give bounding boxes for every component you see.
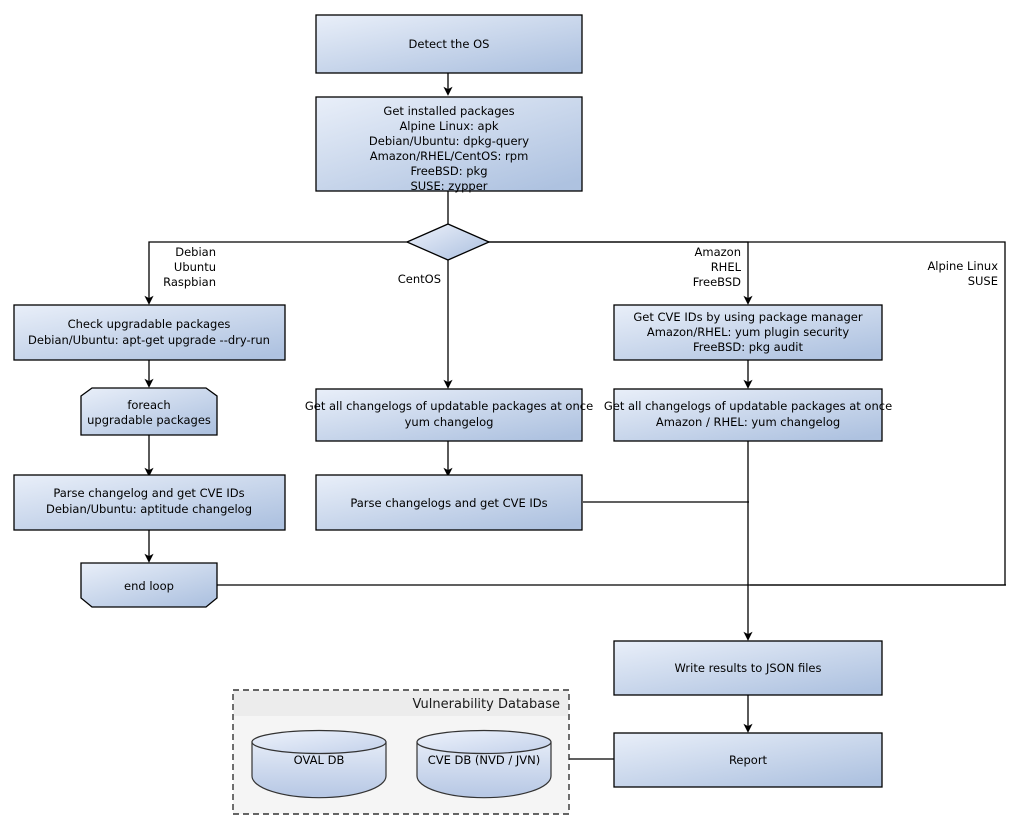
- node-parse-changelogs-centos[interactable]: Parse changelogs and get CVE IDs: [315, 474, 583, 531]
- node-report-label: Report: [729, 753, 768, 767]
- edges-layer: [144, 73, 1006, 760]
- node-report[interactable]: Report: [613, 732, 883, 788]
- node-os-decision-diamond[interactable]: [405, 223, 491, 261]
- node-get-cve-ids-line-2: FreeBSD: pkg audit: [693, 340, 804, 354]
- node-foreach-upgradable-packages[interactable]: foreach upgradable packages: [80, 387, 218, 436]
- node-get-installed-packages-line-3: Amazon/RHEL/CentOS: rpm: [370, 149, 529, 163]
- node-parse-changelogs-centos-label: Parse changelogs and get CVE IDs: [350, 496, 547, 510]
- node-get-installed-packages-line-1: Alpine Linux: apk: [399, 119, 498, 133]
- group-vulnerability-database-title: Vulnerability Database: [413, 697, 560, 712]
- node-parse-changelog-debian-line-1: Debian/Ubuntu: aptitude changelog: [46, 502, 252, 516]
- node-cve-db[interactable]: CVE DB (NVD / JVN): [416, 729, 552, 799]
- node-get-installed-packages-line-4: FreeBSD: pkg: [410, 164, 487, 178]
- node-end-loop-label: end loop: [124, 579, 174, 593]
- branch-label-amazon: Amazon RHEL FreeBSD: [693, 245, 742, 289]
- branch-label-debian-line-1: Ubuntu: [174, 260, 216, 274]
- node-get-installed-packages-line-5: SUSE: zypper: [410, 179, 487, 193]
- node-get-installed-packages[interactable]: Get installed packages Alpine Linux: apk…: [315, 96, 583, 193]
- node-foreach-line-1: upgradable packages: [87, 413, 211, 427]
- node-cve-db-label: CVE DB (NVD / JVN): [428, 753, 541, 767]
- branch-label-debian-line-0: Debian: [175, 245, 216, 259]
- branch-label-amazon-line-2: FreeBSD: [693, 275, 741, 289]
- node-changelogs-amazon[interactable]: Get all changelogs of updatable packages…: [604, 388, 892, 442]
- node-get-cve-ids-package-manager[interactable]: Get CVE IDs by using package manager Ama…: [613, 304, 883, 361]
- branch-label-alpine-line-1: SUSE: [968, 274, 998, 288]
- group-vulnerability-database-header: [234, 691, 568, 716]
- node-end-loop[interactable]: end loop: [80, 562, 218, 608]
- node-changelogs-amazon-line-1: Amazon / RHEL: yum changelog: [656, 415, 840, 429]
- branch-label-alpine: Alpine Linux SUSE: [927, 259, 998, 288]
- node-detect-the-os-label: Detect the OS: [409, 37, 490, 51]
- node-detect-the-os[interactable]: Detect the OS: [315, 14, 583, 74]
- node-oval-db-label: OVAL DB: [294, 753, 345, 767]
- node-oval-db[interactable]: OVAL DB: [251, 729, 387, 799]
- branch-label-centos: CentOS: [398, 272, 441, 286]
- node-get-cve-ids-line-1: Amazon/RHEL: yum plugin security: [647, 325, 849, 339]
- branch-label-amazon-line-0: Amazon: [695, 245, 741, 259]
- node-changelogs-amazon-line-0: Get all changelogs of updatable packages…: [604, 399, 892, 413]
- node-check-upgradable-line-1: Debian/Ubuntu: apt-get upgrade --dry-run: [28, 333, 270, 347]
- node-check-upgradable-line-0: Check upgradable packages: [68, 317, 231, 331]
- edge-decision-to-debian: [144, 241, 408, 305]
- node-changelogs-centos[interactable]: Get all changelogs of updatable packages…: [305, 388, 593, 442]
- branch-label-alpine-line-0: Alpine Linux: [927, 259, 998, 273]
- node-foreach-line-0: foreach: [127, 398, 170, 412]
- node-get-installed-packages-line-2: Debian/Ubuntu: dpkg-query: [369, 134, 529, 148]
- node-write-results-label: Write results to JSON files: [675, 661, 822, 675]
- node-write-results-json[interactable]: Write results to JSON files: [613, 640, 883, 696]
- group-vulnerability-database: Vulnerability Database OVAL DB CVE DB (N…: [232, 689, 570, 815]
- node-get-cve-ids-line-0: Get CVE IDs by using package manager: [633, 310, 863, 324]
- node-parse-changelog-debian-line-0: Parse changelog and get CVE IDs: [53, 486, 244, 500]
- node-get-installed-packages-line-0: Get installed packages: [383, 104, 514, 118]
- branch-label-centos-line-0: CentOS: [398, 272, 441, 286]
- node-parse-changelog-debian[interactable]: Parse changelog and get CVE IDs Debian/U…: [13, 474, 286, 531]
- node-check-upgradable-packages[interactable]: Check upgradable packages Debian/Ubuntu:…: [13, 304, 286, 361]
- node-changelogs-centos-line-0: Get all changelogs of updatable packages…: [305, 399, 593, 413]
- branch-label-debian-line-2: Raspbian: [163, 275, 216, 289]
- branch-label-debian: Debian Ubuntu Raspbian: [163, 245, 216, 289]
- node-changelogs-centos-line-1: yum changelog: [405, 415, 494, 429]
- branch-label-amazon-line-1: RHEL: [711, 260, 742, 274]
